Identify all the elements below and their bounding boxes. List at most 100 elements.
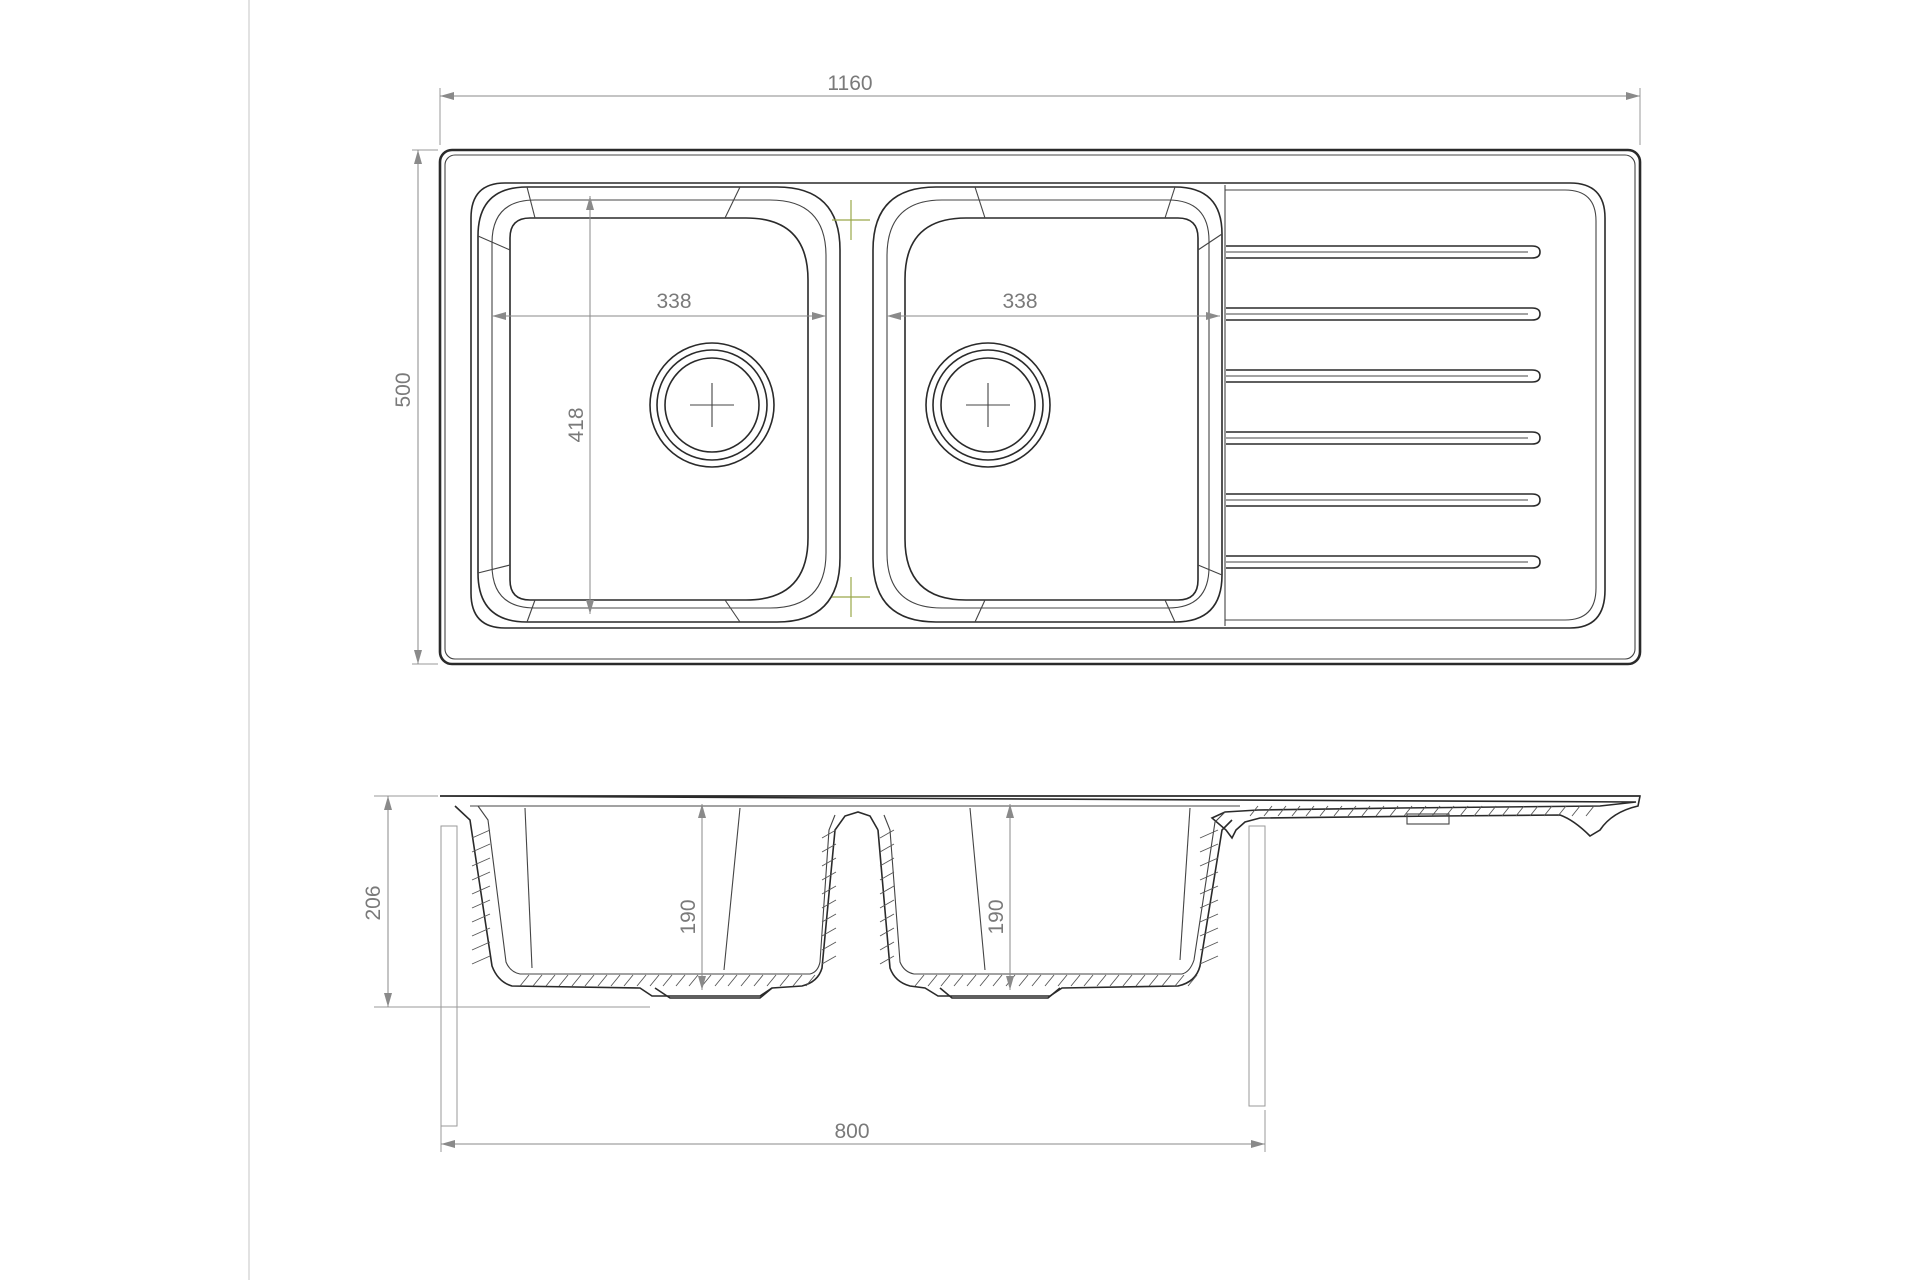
- right-bowl-corner-line: [1197, 564, 1223, 576]
- right-bowl-outer: [872, 186, 1223, 623]
- left-bowl-width-label: 338: [656, 290, 691, 313]
- tap-position-marker: [832, 577, 870, 617]
- left-drain-section: [654, 987, 773, 999]
- drainer-groove: [1226, 307, 1541, 321]
- hatch-line: [649, 974, 660, 987]
- right-bowl-wall-line: [969, 807, 986, 971]
- hatch-line: [821, 871, 837, 881]
- hatch-line: [1199, 899, 1219, 909]
- hatch-line: [1018, 974, 1029, 987]
- hatch-line: [1096, 974, 1107, 987]
- hatch-line: [879, 871, 895, 881]
- hatch-line: [471, 885, 491, 895]
- right-bowl-section-inner: [883, 811, 1226, 975]
- bowl-recess-outline: [470, 182, 1606, 629]
- left-bowl-corner-line: [477, 564, 511, 574]
- right-bowl-depth-label: 190: [985, 899, 1008, 934]
- hatch-line: [1291, 805, 1301, 817]
- left-cutout-support: [440, 825, 458, 1127]
- hatch-line: [1031, 974, 1042, 987]
- hatch-line: [1389, 805, 1399, 817]
- hatch-line: [1529, 805, 1539, 817]
- hatch-line: [597, 974, 608, 987]
- hatch-line: [1277, 805, 1287, 817]
- left-bowl-wall-line: [524, 807, 533, 969]
- dimension-total-depth: 206: [362, 795, 650, 1008]
- hatch-line: [992, 974, 1003, 987]
- left-bowl-depth-label: 190: [677, 899, 700, 934]
- underside-fixing-detail: [1406, 813, 1450, 825]
- hatch-line: [1459, 805, 1469, 817]
- hatch-line: [1249, 805, 1259, 817]
- hatch-line: [1305, 805, 1315, 817]
- drainer-groove: [1226, 431, 1541, 445]
- hatch-line: [1199, 885, 1219, 895]
- hatch-line: [792, 974, 803, 987]
- right-bowl-section-outer: [877, 819, 1233, 997]
- dimension-left-bowl-depth: 190: [677, 804, 706, 990]
- hatch-line: [471, 913, 491, 923]
- drainer-groove: [1226, 493, 1541, 507]
- hatch-line: [1543, 805, 1553, 817]
- section-hatching: [471, 805, 1595, 987]
- left-drain-outer: [649, 342, 775, 468]
- hatch-line: [519, 974, 530, 987]
- drainer-groove: [1226, 245, 1541, 259]
- hatch-line: [1199, 857, 1219, 867]
- cutout-width-label: 800: [834, 1120, 869, 1143]
- left-bowl-corner-line: [724, 186, 741, 219]
- hatch-line: [966, 974, 977, 987]
- drainer-groove: [1226, 369, 1541, 383]
- hatch-line: [879, 913, 895, 923]
- right-bowl-corner-line: [974, 599, 986, 623]
- hatch-line: [610, 974, 621, 987]
- hatch-line: [879, 857, 895, 867]
- hatch-line: [1473, 805, 1483, 817]
- hatch-line: [1571, 805, 1581, 817]
- hatch-line: [471, 927, 491, 937]
- hatch-line: [471, 857, 491, 867]
- hatch-line: [471, 941, 491, 951]
- hatch-line: [821, 913, 837, 923]
- hatch-line: [805, 974, 816, 987]
- drainer-groove: [1226, 555, 1541, 569]
- hatch-line: [953, 974, 964, 987]
- hatch-line: [1487, 805, 1497, 817]
- left-bowl-corner-line: [724, 599, 741, 623]
- hatch-line: [821, 857, 837, 867]
- drainer-recess-outline: [1225, 189, 1597, 621]
- right-bowl-width-label: 338: [1002, 290, 1037, 313]
- overall-width-label: 500: [392, 372, 415, 407]
- hatch-line: [821, 927, 837, 937]
- hatch-line: [1199, 913, 1219, 923]
- hatch-line: [914, 974, 925, 987]
- left-bowl-floor: [509, 217, 809, 601]
- hatch-line: [471, 871, 491, 881]
- hatch-line: [1585, 805, 1595, 817]
- hatch-line: [1122, 974, 1133, 987]
- hatch-line: [727, 974, 738, 987]
- hatch-line: [1333, 805, 1343, 817]
- right-bowl-floor: [904, 217, 1199, 601]
- hatch-line: [879, 885, 895, 895]
- hatch-line: [1187, 974, 1198, 987]
- hatch-line: [1044, 974, 1055, 987]
- dimension-cutout-width: 800: [440, 1110, 1266, 1152]
- right-bowl-wall-line: [1179, 807, 1191, 961]
- hatch-line: [1057, 974, 1068, 987]
- hatch-line: [1403, 805, 1413, 817]
- left-bowl-step: [491, 199, 827, 609]
- hatch-line: [821, 955, 837, 965]
- right-bowl-corner-line: [974, 186, 986, 219]
- sink-outer-rim: [438, 148, 1642, 666]
- hatch-line: [1070, 974, 1081, 987]
- hatch-line: [558, 974, 569, 987]
- left-drain-inner: [664, 357, 760, 453]
- left-bowl-section-outer: [454, 805, 879, 997]
- hatch-line: [1319, 805, 1329, 817]
- hatch-line: [779, 974, 790, 987]
- drainer-grooves: [1226, 245, 1541, 569]
- hatch-line: [766, 974, 777, 987]
- hatch-line: [821, 941, 837, 951]
- hatch-line: [1199, 941, 1219, 951]
